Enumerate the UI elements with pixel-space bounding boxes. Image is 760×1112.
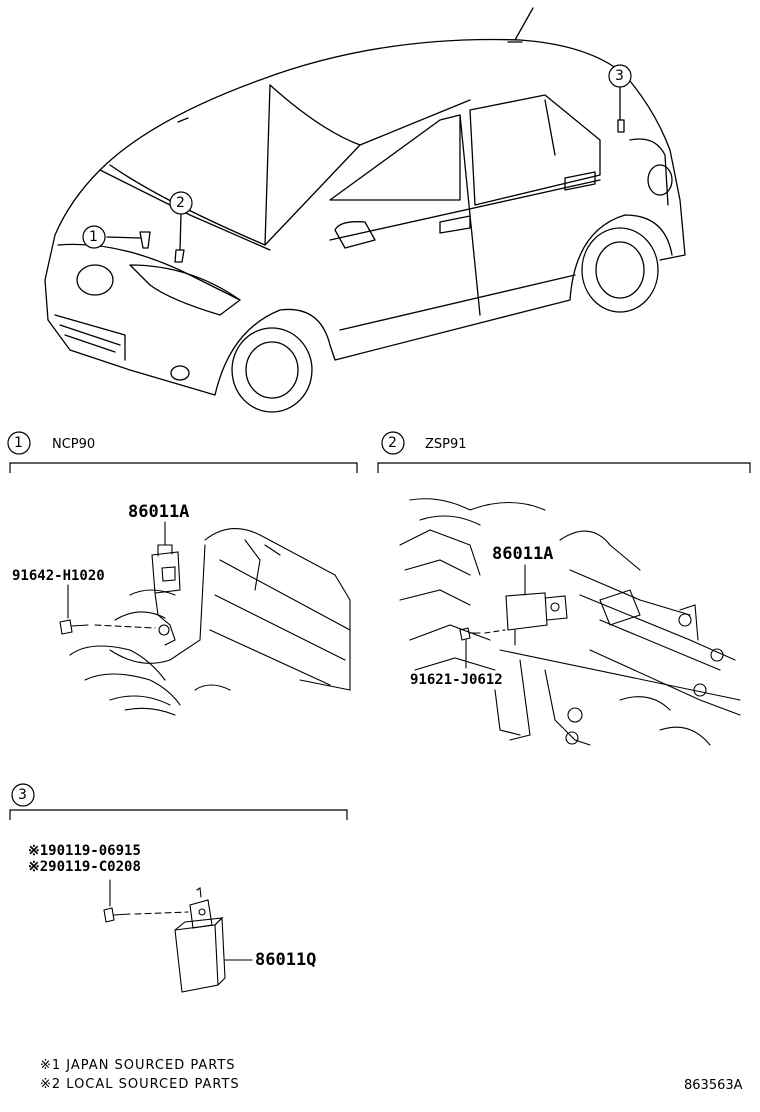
callout-bubble-2 bbox=[169, 191, 193, 215]
callout-bubble-3 bbox=[608, 64, 632, 88]
footnote-japan-sourced: ※1 JAPAN SOURCED PARTS bbox=[40, 1058, 236, 1073]
section-1-model: NCP90 bbox=[52, 437, 96, 452]
figure-id: 863563A bbox=[684, 1078, 743, 1093]
section-1-sensor-part-number: 86011A bbox=[128, 502, 190, 522]
section-3-bolt-japan-part-number: ※190119-06915 bbox=[28, 843, 141, 859]
section-2-bolt-part-number: 91621-J0612 bbox=[410, 672, 503, 688]
section-3-module-part-number: 86011Q bbox=[255, 950, 317, 970]
section-2-model: ZSP91 bbox=[425, 437, 467, 452]
section-1-number: 1 bbox=[14, 435, 23, 451]
footnote-local-sourced: ※2 LOCAL SOURCED PARTS bbox=[40, 1077, 240, 1092]
section-2-sensor-part-number: 86011A bbox=[492, 544, 554, 564]
section-1-bolt-part-number: 91642-H1020 bbox=[12, 568, 105, 584]
section-2-number: 2 bbox=[388, 435, 397, 451]
car-callout-1: 1 bbox=[89, 229, 98, 245]
section-3-bolt-local-part-number: ※290119-C0208 bbox=[28, 859, 141, 875]
car-callout-3: 3 bbox=[615, 68, 624, 84]
section-3-number: 3 bbox=[18, 787, 27, 803]
callout-bubble-1 bbox=[82, 225, 106, 249]
car-callout-2: 2 bbox=[176, 195, 185, 211]
